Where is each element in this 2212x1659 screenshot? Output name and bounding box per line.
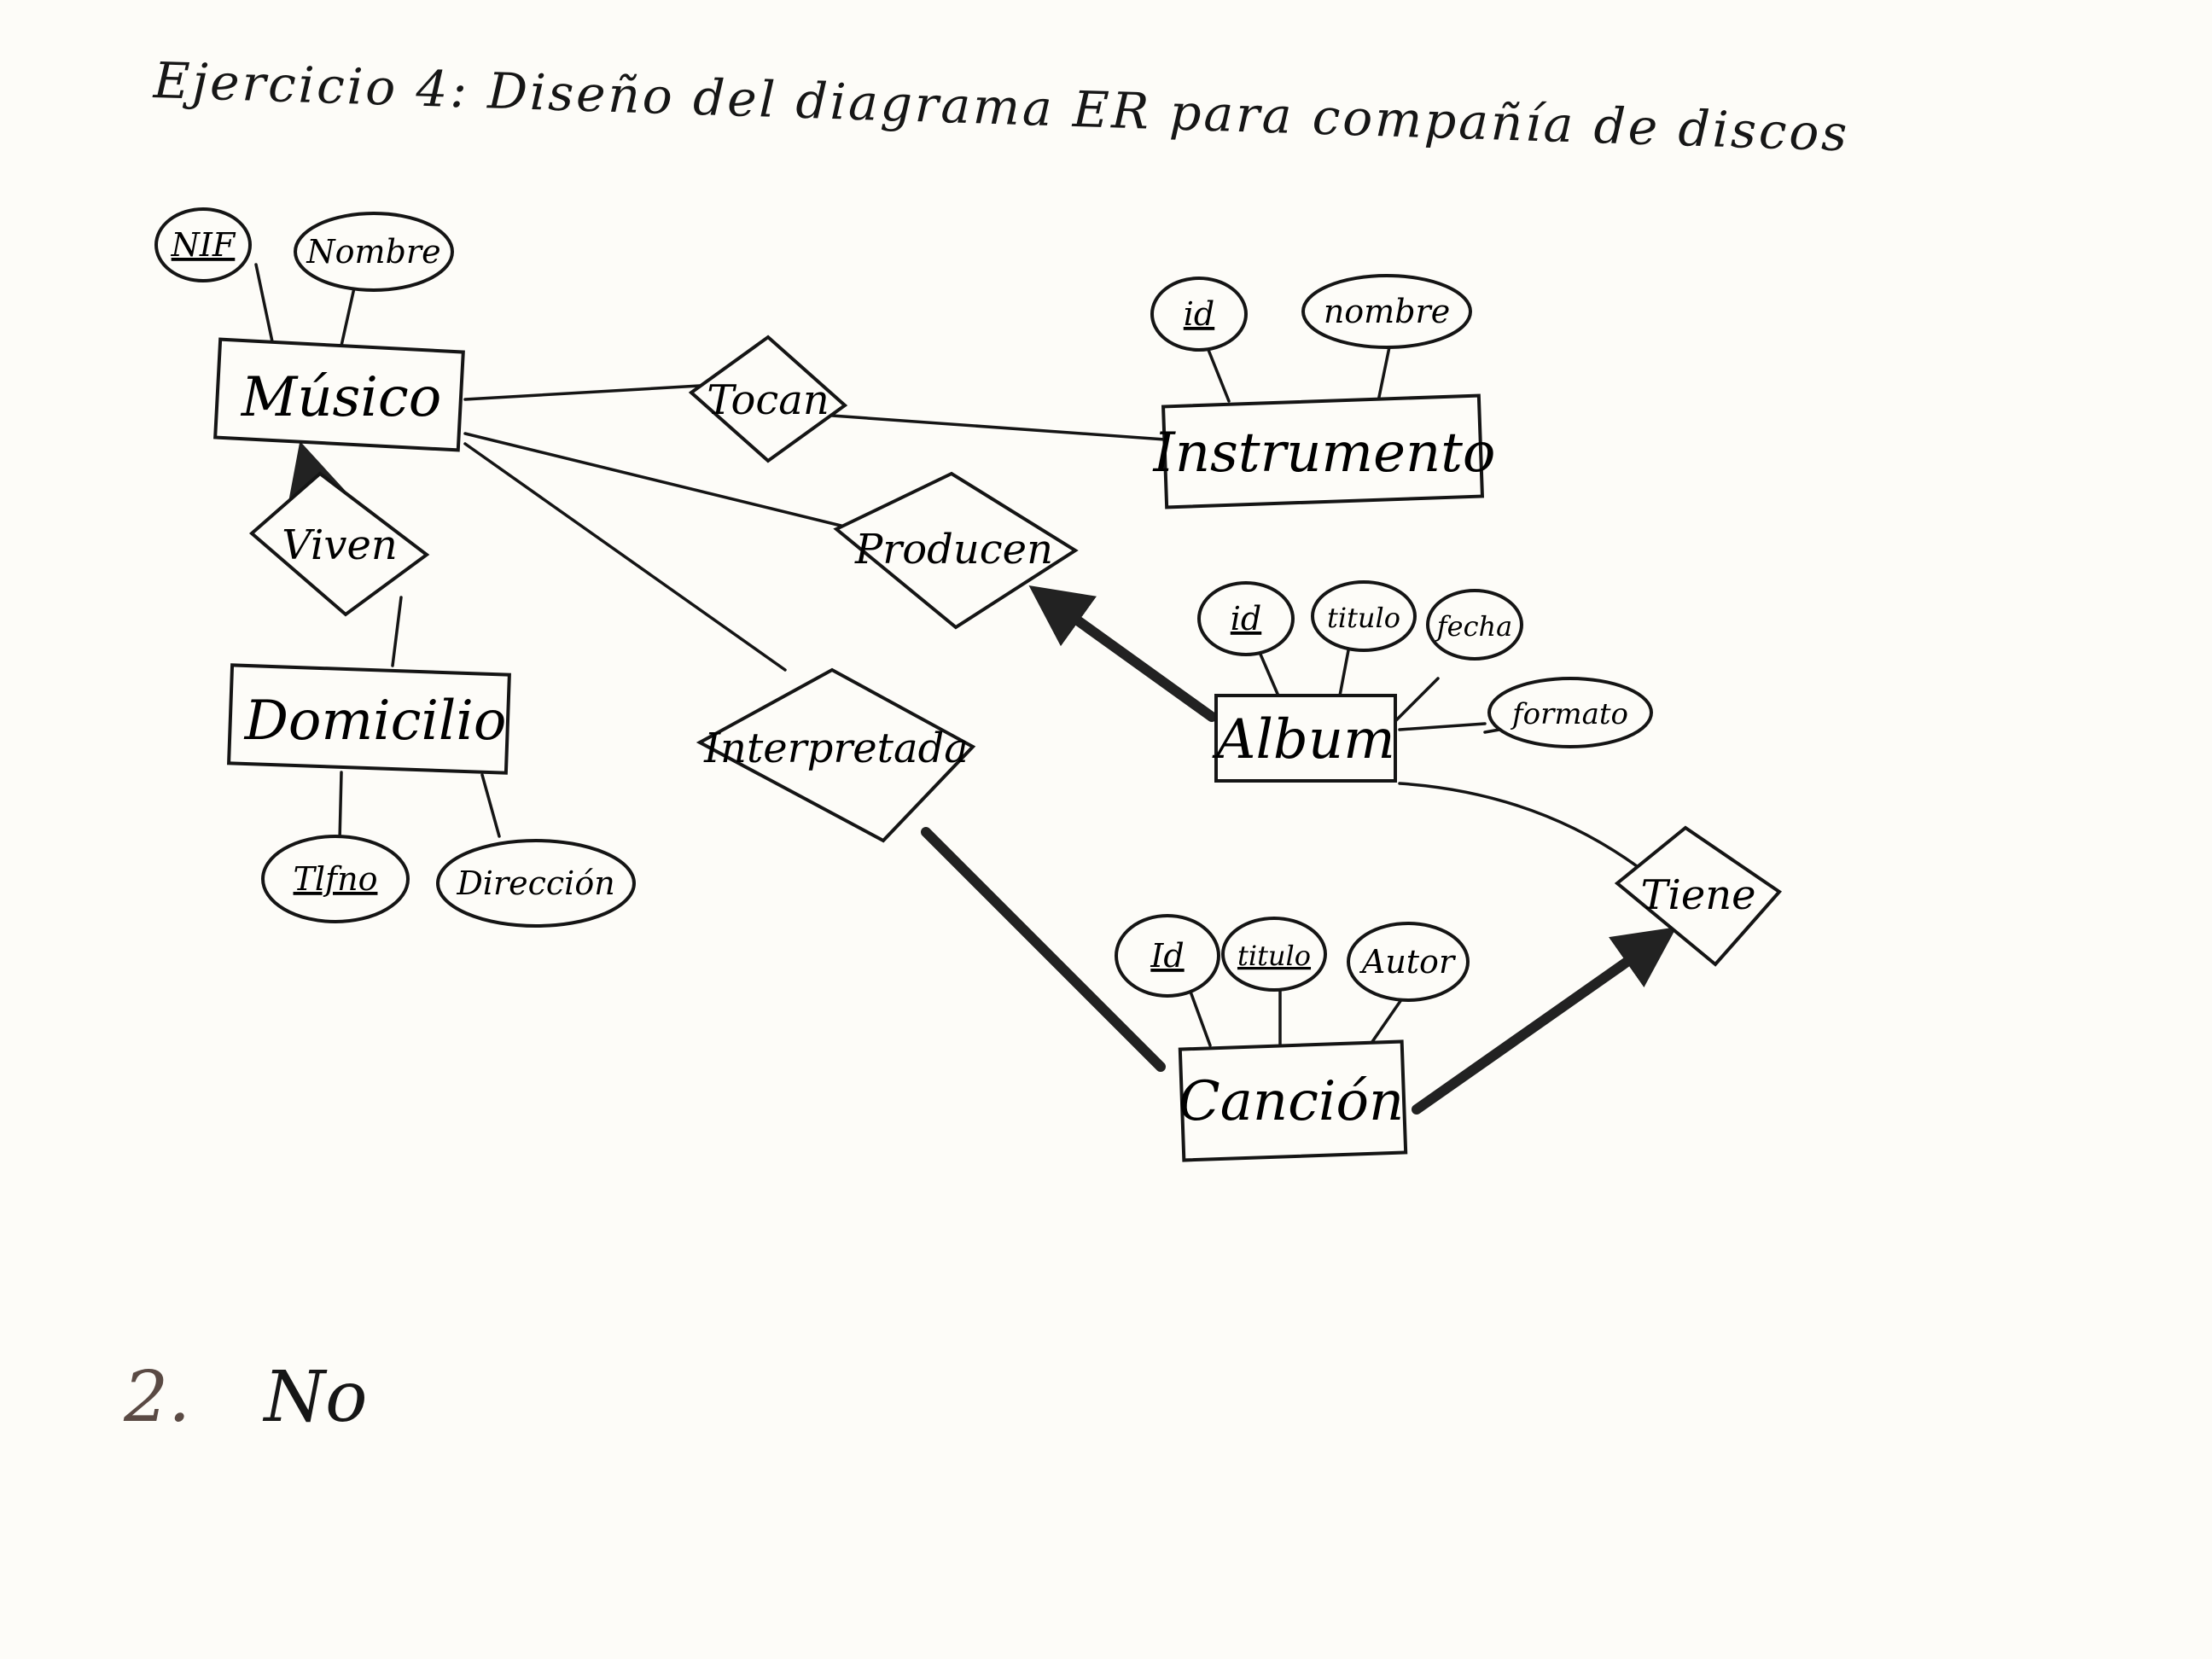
entity-domicilio: Domicilio [227, 663, 511, 775]
svg-text:Nombre: Nombre [306, 233, 440, 271]
entity-domicilio-label: Domicilio [244, 690, 507, 753]
entity-cancion-label: Canción [1179, 1070, 1404, 1133]
relationship-tiene-label: Tiene [1640, 871, 1755, 919]
svg-text:titulo: titulo [1327, 602, 1400, 634]
entity-cancion: Canción [1178, 1039, 1408, 1162]
entity-musico: Músico [213, 337, 465, 452]
svg-text:fecha: fecha [1435, 610, 1512, 643]
attribute-domicilio-direccion: Dirección [436, 839, 636, 928]
attribute-musico-nif: NIF [154, 207, 252, 282]
svg-text:id: id [1184, 295, 1214, 333]
svg-text:NIF: NIF [171, 226, 236, 264]
attribute-album-fecha: fecha [1426, 589, 1523, 661]
attribute-domicilio-tlfno: Tlfno [261, 835, 410, 923]
relationship-viven-label: Viven [282, 521, 398, 569]
attribute-musico-nombre: Nombre [294, 212, 454, 292]
relationship-tocan-label: Tocan [707, 376, 830, 424]
entity-instrumento-label: Instrumento [1153, 422, 1496, 485]
attribute-cancion-autor: Autor [1347, 922, 1470, 1002]
attribute-cancion-id: Id [1115, 914, 1220, 998]
svg-text:nombre: nombre [1324, 293, 1450, 330]
attribute-album-id: id [1197, 581, 1295, 656]
entity-musico-label: Músico [241, 366, 441, 429]
relationship-interpretada-label: Interpretada [703, 725, 969, 772]
svg-text:Dirección: Dirección [456, 864, 614, 902]
svg-text:titulo: titulo [1237, 940, 1311, 972]
svg-text:Id: Id [1150, 937, 1184, 975]
attribute-instrumento-id: id [1150, 276, 1248, 352]
svg-text:Autor: Autor [1359, 943, 1457, 981]
relationship-viven: Viven [248, 471, 430, 617]
svg-text:formato: formato [1510, 697, 1628, 731]
entity-album-label: Album [1212, 708, 1395, 771]
arrow-cancion-to-tiene [1412, 927, 1677, 1115]
relationship-interpretada: Interpretada [696, 667, 976, 843]
arrow-interpretada-to-cancion [921, 827, 1166, 1072]
relationship-producen: Producen [833, 471, 1079, 630]
answer-number: 2. [124, 1357, 191, 1438]
attribute-instrumento-nombre: nombre [1301, 274, 1472, 349]
svg-text:Tlfno: Tlfno [294, 860, 378, 898]
answer-text: No [264, 1357, 368, 1438]
attribute-album-titulo: titulo [1311, 580, 1417, 652]
relationship-producen-label: Producen [854, 526, 1053, 573]
connector-lines [254, 263, 1666, 1047]
entity-instrumento: Instrumento [1153, 393, 1496, 509]
relationship-tiene: Tiene [1614, 825, 1782, 967]
attribute-cancion-titulo: titulo [1221, 917, 1327, 992]
entity-album: Album [1212, 694, 1397, 783]
svg-text:id: id [1231, 600, 1261, 637]
relationship-tocan: Tocan [688, 335, 848, 463]
attribute-album-formato: formato [1487, 677, 1653, 748]
answer-line: 2. No [124, 1357, 367, 1438]
arrow-album-to-producen [1028, 585, 1217, 722]
